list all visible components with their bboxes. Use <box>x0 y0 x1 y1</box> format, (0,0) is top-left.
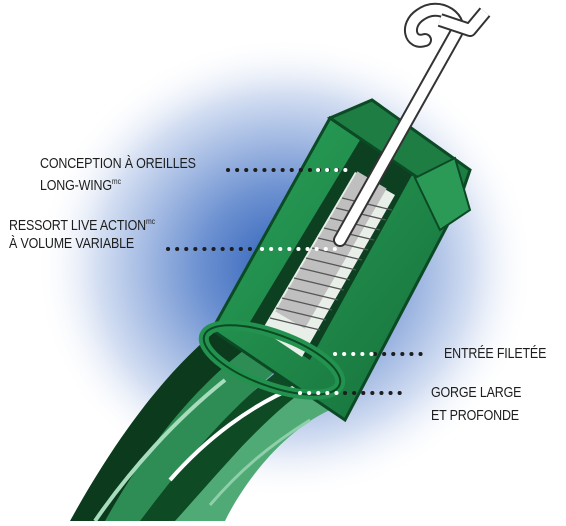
callout-threaded-entry: ENTRÉE FILETÉE <box>444 345 546 363</box>
callout-long-wing-line2: LONG-WING <box>40 178 112 194</box>
callout-throat-line2: ET PROFONDE <box>431 407 521 425</box>
callout-long-wing: CONCEPTION À OREILLES LONG-WINGmc <box>40 155 196 195</box>
callout-throat: GORGE LARGE ET PROFONDE <box>431 384 521 425</box>
callout-throat-line1: GORGE LARGE <box>431 384 521 402</box>
callout-spring: RESSORT LIVE ACTIONmc À VOLUME VARIABLE <box>9 213 155 253</box>
callout-spring-line2: À VOLUME VARIABLE <box>9 235 155 253</box>
callout-long-wing-line1: CONCEPTION À OREILLES <box>40 155 196 173</box>
trademark-mc: mc <box>146 217 155 226</box>
trademark-mc: mc <box>112 177 121 186</box>
callout-threaded-entry-line1: ENTRÉE FILETÉE <box>444 345 546 363</box>
callout-spring-line1: RESSORT LIVE ACTION <box>9 218 146 234</box>
